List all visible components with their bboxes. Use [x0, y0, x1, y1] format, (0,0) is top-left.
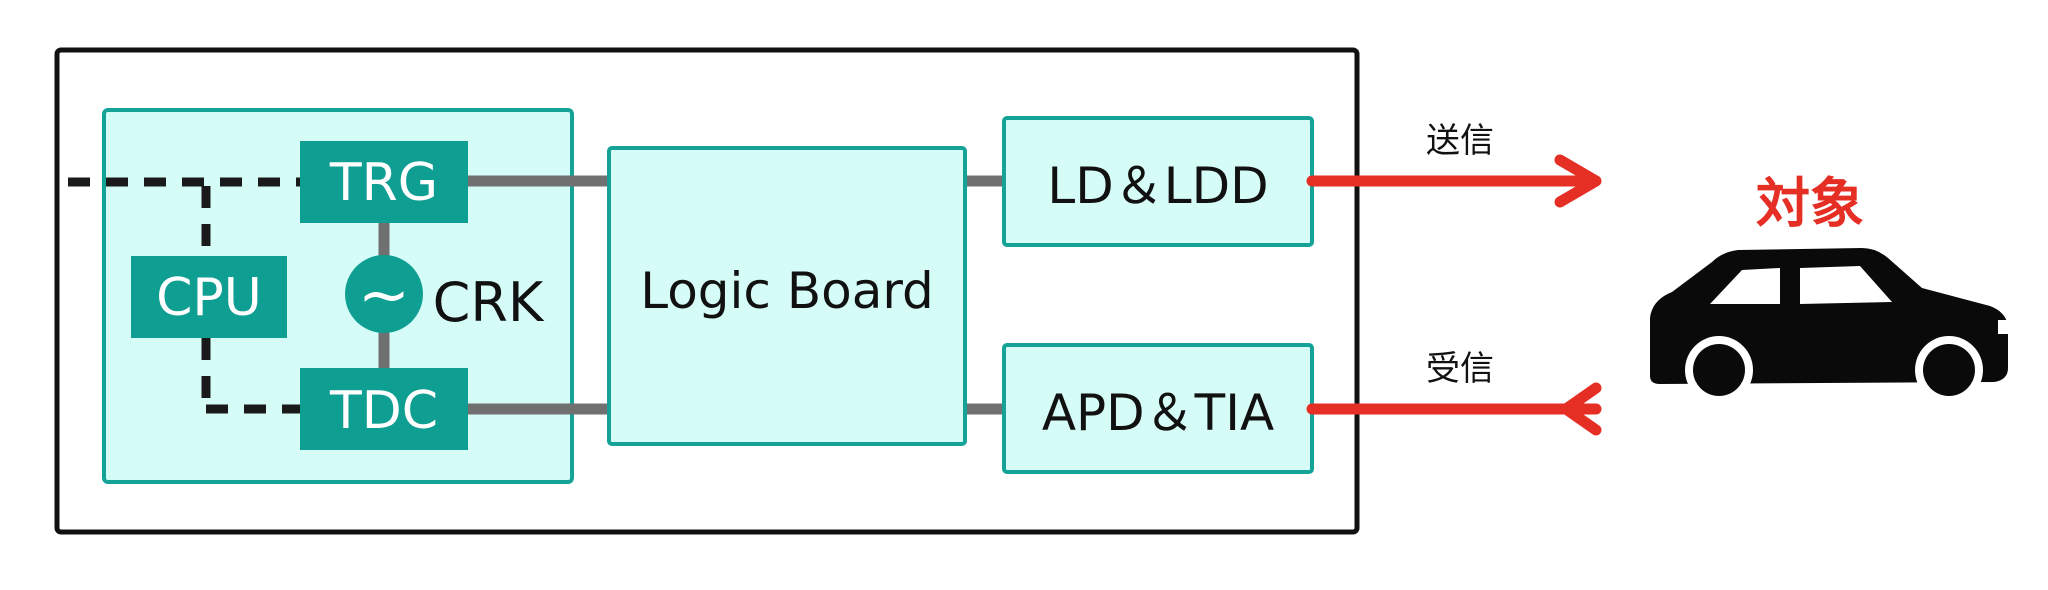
car-icon	[1650, 248, 2008, 404]
trg-label: TRG	[329, 153, 438, 213]
transmit-arrow	[1306, 154, 1602, 208]
tdc-block	[300, 368, 468, 450]
logic-board-block	[607, 146, 967, 446]
send-label: 送信	[1426, 121, 1494, 161]
control-dashed-lines	[68, 177, 300, 414]
interconnect-wires	[378, 175, 1004, 415]
trg-block	[300, 141, 468, 223]
clock-oscillator-icon	[345, 255, 423, 333]
cpu-label: CPU	[156, 268, 262, 328]
ld-ldd-label: LD＆LDD	[1047, 157, 1268, 215]
logic-board-label: Logic Board	[640, 262, 934, 320]
cpu-block	[131, 256, 287, 338]
crk-label: CRK	[433, 271, 545, 334]
target-label: 対象	[1756, 172, 1864, 235]
tdc-label: TDC	[329, 381, 438, 441]
apd-tia-label: APD＆TIA	[1042, 384, 1274, 442]
receive-label: 受信	[1426, 349, 1494, 389]
receive-arrow	[1306, 382, 1602, 436]
clock-symbol: ~	[358, 258, 410, 331]
